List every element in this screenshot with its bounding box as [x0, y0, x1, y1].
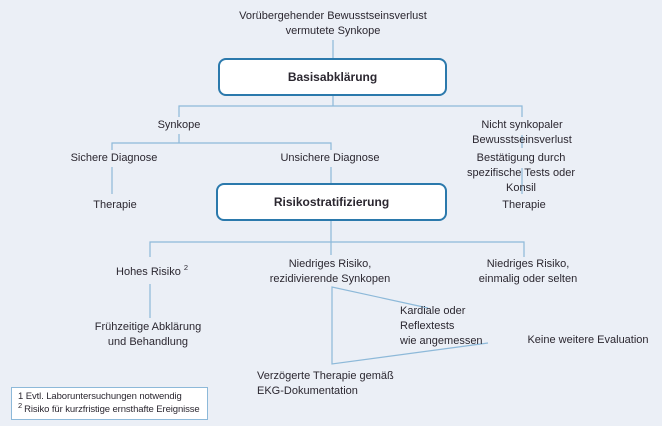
node-kardiale-reflextests: Kardiale oder Reflextests wie angemessen	[400, 305, 483, 347]
node-niedriges-risiko-einmalig: Niedriges Risiko, einmalig oder selten	[478, 258, 578, 285]
hohes-risiko-label: Hohes Risiko	[116, 266, 181, 278]
basisabklaerung-box: Basisabklärung	[218, 58, 447, 96]
node-therapie-links: Therapie	[93, 199, 137, 211]
risikostratifizierung-box: Risikostratifizierung	[216, 183, 447, 221]
node-therapie-rechts: Therapie	[502, 199, 546, 211]
node-fruehzeitige-abklaerung: Frühzeitige Abklärung und Behandlung	[94, 321, 202, 348]
node-synkope: Synkope	[157, 119, 201, 131]
node-sichere-diagnose: Sichere Diagnose	[70, 152, 158, 164]
footnote-2-text: Risiko für kurzfristige ernsthafte Ereig…	[24, 404, 200, 415]
node-nicht-synkopaler-bewusstseinsverlust: Nicht synkopaler Bewusstseinsverlust	[472, 119, 572, 146]
node-keine-weitere-evaluation: Keine weitere Evaluation	[527, 334, 649, 346]
hohes-risiko-footnote-marker: 2	[183, 263, 188, 273]
basisabklaerung-label: Basisabklärung	[287, 70, 378, 84]
node-niedriges-risiko-rezidivierend: Niedriges Risiko, rezidivierende Synkope…	[269, 258, 391, 285]
footnote-2-marker: 2	[18, 400, 23, 410]
footnote-line-1: 1 Evtl. Laboruntersuchungen notwendig	[18, 391, 182, 402]
risikostratifizierung-label: Risikostratifizierung	[273, 195, 390, 209]
node-unsichere-diagnose: Unsichere Diagnose	[280, 152, 380, 164]
title-transient-loss-of-consciousness: Vorübergehender Bewusstseinsverlust verm…	[239, 10, 427, 37]
node-verzoegerte-therapie: Verzögerte Therapie gemäß EKG-Dokumentat…	[257, 370, 394, 397]
node-bestaetigung-tests-konsil: Bestätigung durch spezifische Tests oder…	[466, 152, 576, 194]
